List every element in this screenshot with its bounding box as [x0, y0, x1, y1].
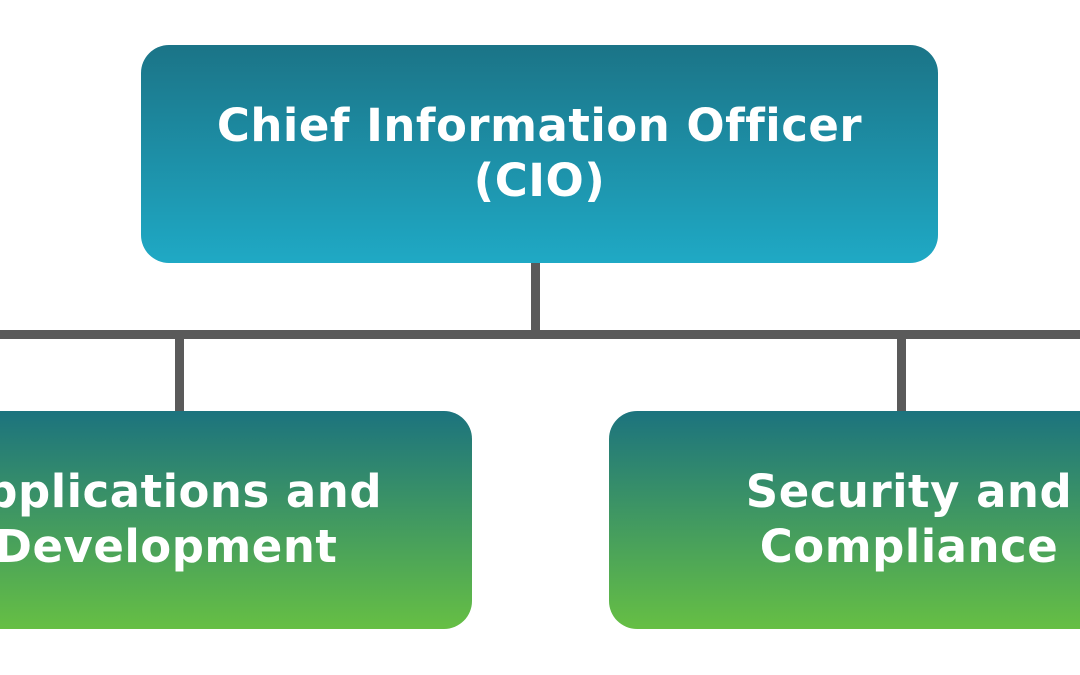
cio-node-title: Chief Information Officer — [216, 99, 863, 153]
cio-node-abbreviation: (CIO) — [473, 154, 606, 207]
applications-development-line1: Applications and — [0, 465, 383, 519]
security-compliance-line1: Security and — [745, 465, 1073, 519]
security-compliance-line2: Compliance — [759, 520, 1059, 573]
applications-development-node: Applications and Development — [0, 411, 472, 629]
applications-development-line2: Development — [0, 520, 338, 573]
right-child-connector — [897, 334, 906, 412]
root-stem-connector — [531, 262, 540, 334]
security-compliance-node: Security and Compliance — [609, 411, 1080, 629]
horizontal-bus-connector — [0, 330, 1080, 339]
left-child-connector — [175, 334, 184, 412]
cio-node: Chief Information Officer (CIO) — [141, 45, 938, 263]
